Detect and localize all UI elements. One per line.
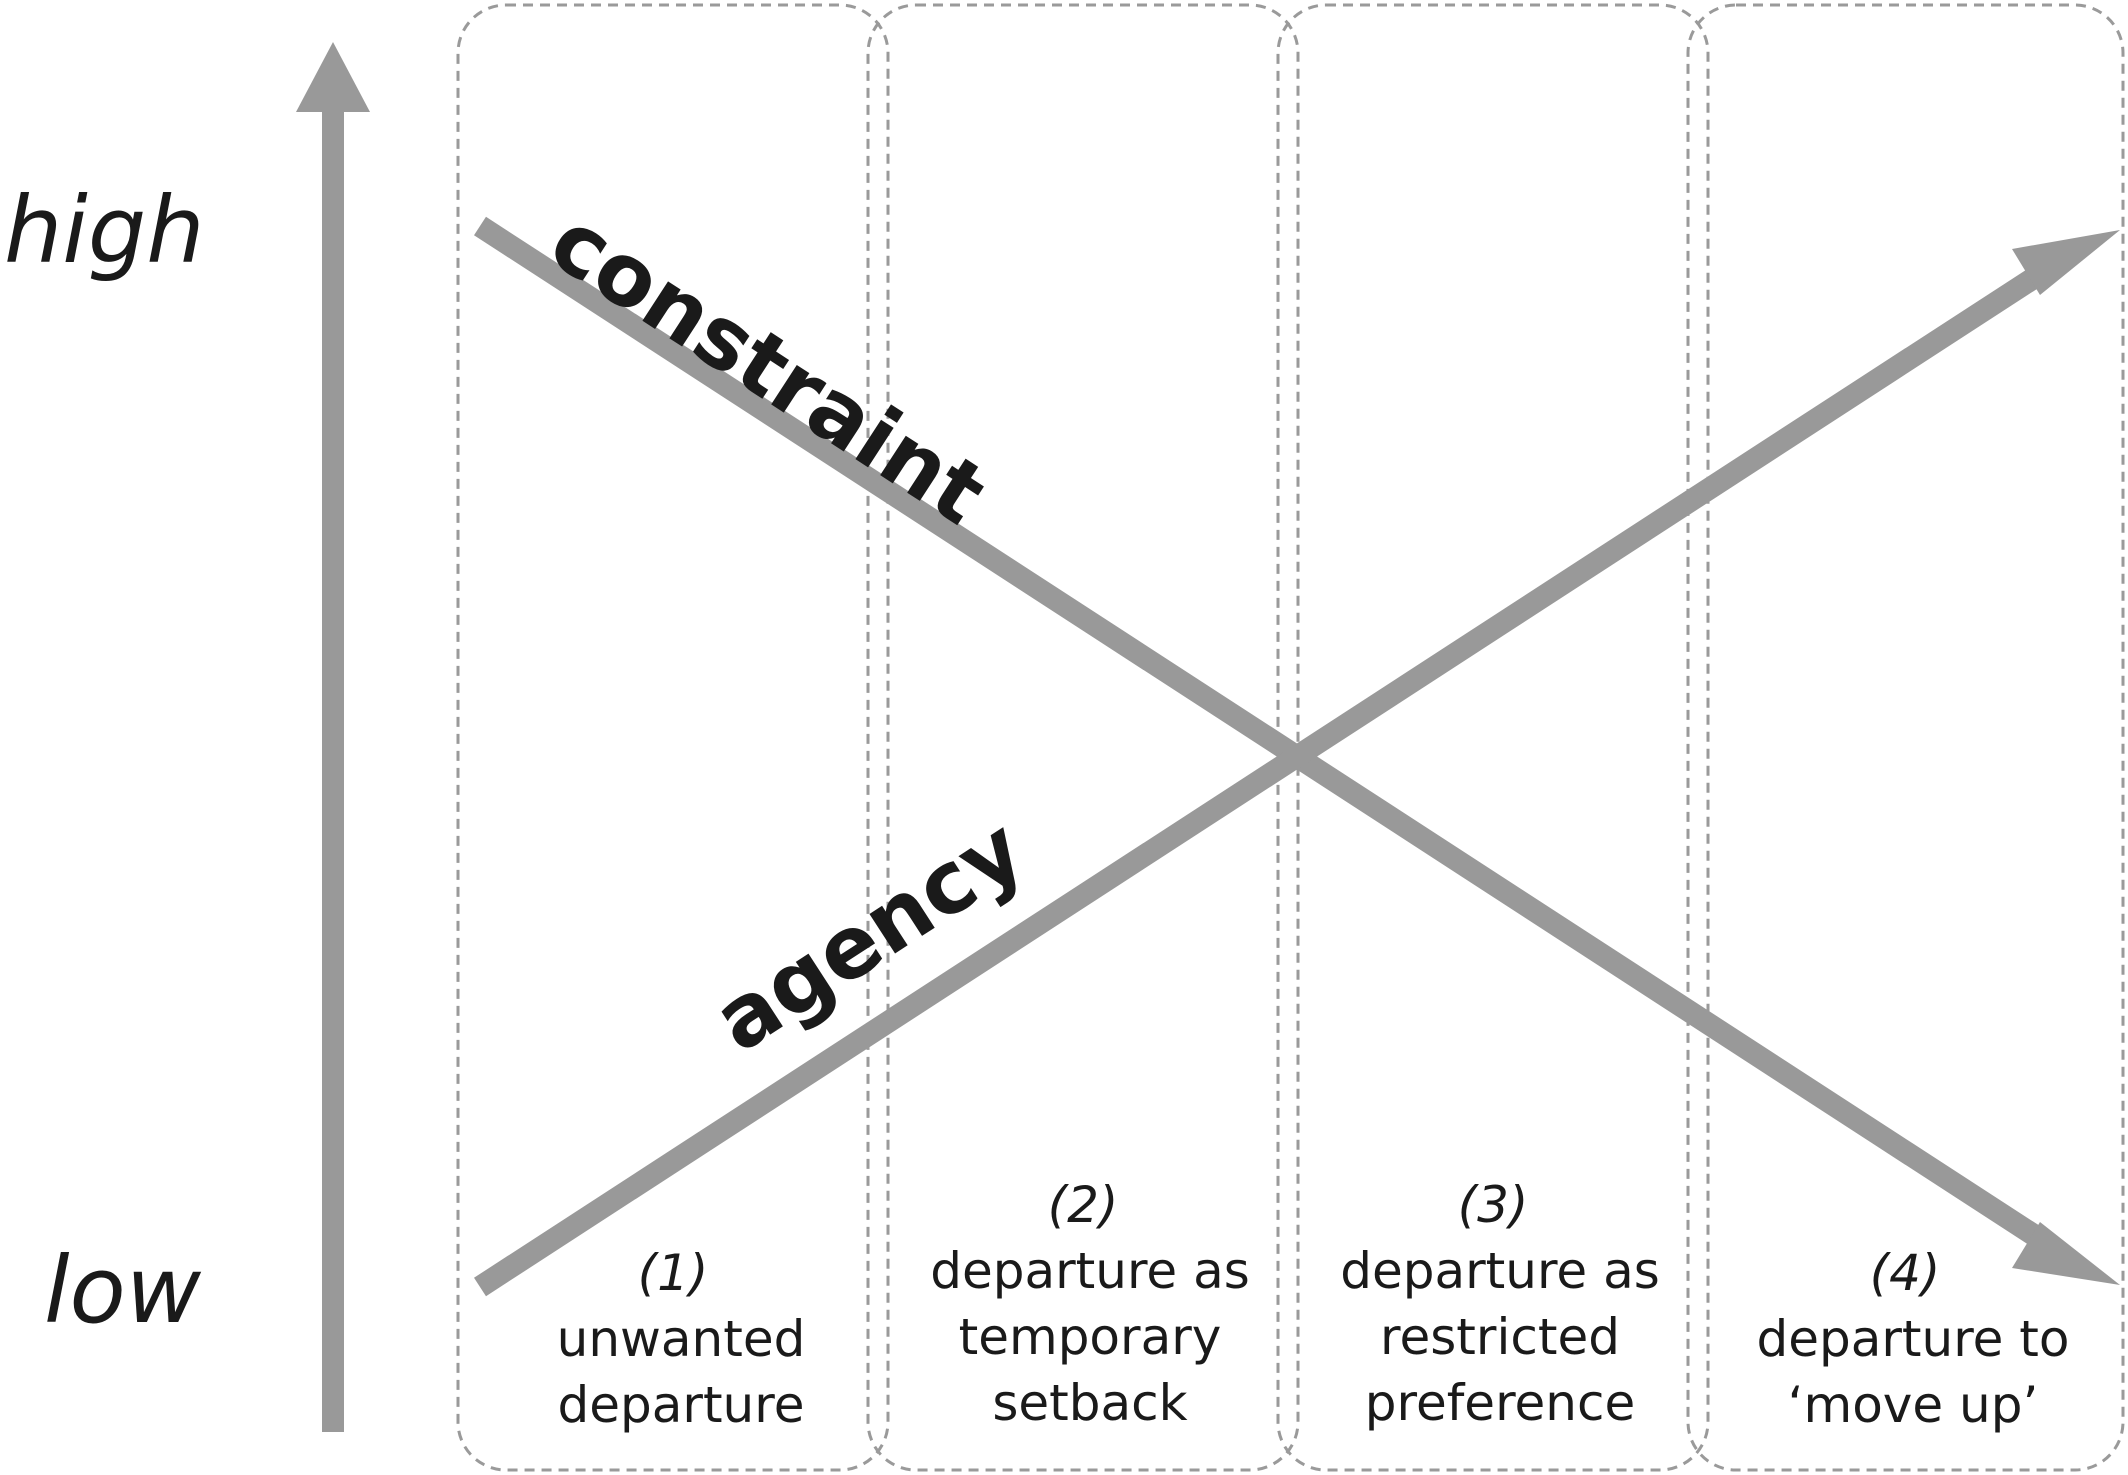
stage-text-line: departure as: [930, 1242, 1250, 1300]
constraint-line: [474, 216, 2120, 1285]
stage-text-line: departure: [558, 1376, 805, 1434]
stage-column-2: [866, 3, 1300, 1472]
constraint-label: constraint: [533, 191, 1003, 545]
stage-column-4: [1686, 3, 2125, 1472]
stage-number: (4): [1870, 1244, 1941, 1302]
vertical-axis-arrow: [296, 42, 370, 1432]
stage-number: (3): [1458, 1176, 1529, 1234]
stage-text-line: ‘move up’: [1788, 1376, 2039, 1434]
axis-label-low: low: [44, 1237, 202, 1344]
stage-text-line: departure to: [1756, 1310, 2069, 1368]
agency-line-shaft: [474, 260, 2052, 1297]
agency-line-arrowhead: [2012, 230, 2120, 295]
constraint-line-shaft: [474, 216, 2052, 1253]
stage-text-line: departure as: [1340, 1242, 1660, 1300]
agency-line: [474, 230, 2120, 1297]
constraint-line-arrowhead: [2012, 1222, 2120, 1285]
stage-text-line: preference: [1365, 1374, 1635, 1432]
stage-caption-2: (2) departure as temporary setback: [930, 1176, 1250, 1432]
stage-column-1: [456, 3, 890, 1472]
stage-text-line: unwanted: [557, 1310, 806, 1368]
stage-text-line: setback: [992, 1374, 1187, 1432]
stage-caption-4: (4) departure to ‘move up’: [1756, 1244, 2069, 1434]
stage-text-line: temporary: [959, 1308, 1222, 1366]
stage-text-line: restricted: [1380, 1308, 1620, 1366]
vertical-axis-arrowhead: [296, 42, 370, 112]
axis-label-high: high: [4, 177, 205, 284]
stage-caption-3: (3) departure as restricted preference: [1340, 1176, 1660, 1432]
stage-number: (2): [1048, 1176, 1119, 1234]
stage-caption-1: (1) unwanted departure: [557, 1244, 806, 1434]
stage-number: (1): [638, 1244, 709, 1302]
